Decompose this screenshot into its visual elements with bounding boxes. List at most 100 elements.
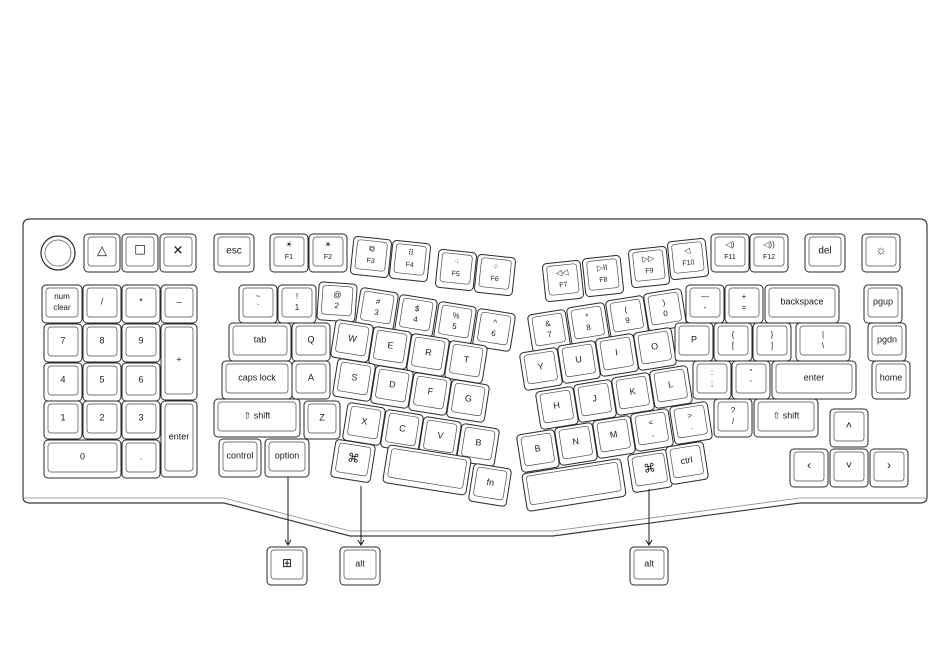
nine-key[interactable]: (9 bbox=[605, 295, 649, 339]
left-command-key[interactable]: ⌘ bbox=[330, 439, 376, 483]
tab-key[interactable]: tab bbox=[228, 322, 292, 362]
slash-key[interactable]: ?/ bbox=[713, 398, 753, 438]
right-space-key[interactable] bbox=[521, 458, 627, 512]
callout-alt-right-key[interactable]: alt bbox=[629, 546, 669, 586]
p-key[interactable]: P bbox=[674, 322, 714, 362]
esc-key[interactable]: esc bbox=[213, 233, 255, 273]
one-key[interactable]: !1 bbox=[277, 284, 317, 324]
three-key[interactable]: #3 bbox=[355, 287, 399, 331]
light-key[interactable]: ☼ bbox=[861, 233, 901, 273]
rbracket-key[interactable]: }] bbox=[752, 322, 792, 362]
b-key[interactable]: B bbox=[456, 423, 500, 467]
i-key[interactable]: I bbox=[595, 333, 639, 377]
two-key[interactable]: @2 bbox=[316, 281, 358, 323]
minus-key[interactable]: —- bbox=[685, 284, 725, 324]
numpad-1-key[interactable]: 1 bbox=[43, 400, 83, 440]
numpad-dot-key[interactable]: . bbox=[121, 439, 161, 479]
arrow-up-key[interactable]: ˄ bbox=[829, 408, 869, 448]
u-key[interactable]: U bbox=[557, 340, 601, 384]
triangle-key[interactable]: △ bbox=[83, 233, 121, 273]
f12-key[interactable]: ◁))F12 bbox=[749, 233, 789, 273]
backspace-key[interactable]: backspace bbox=[764, 284, 840, 324]
numpad-8-key[interactable]: 8 bbox=[82, 323, 122, 363]
x-key[interactable]: X bbox=[342, 402, 386, 446]
m-key[interactable]: M bbox=[592, 415, 636, 459]
numpad-plus-key[interactable]: + bbox=[160, 323, 198, 401]
control-key[interactable]: control bbox=[218, 438, 262, 478]
lbracket-key[interactable]: {[ bbox=[713, 322, 753, 362]
semicolon-key[interactable]: :; bbox=[692, 360, 732, 400]
numpad-6-key[interactable]: 6 bbox=[121, 362, 161, 402]
callout-alt-left-key[interactable]: alt bbox=[339, 546, 381, 586]
n-key[interactable]: N bbox=[554, 422, 598, 466]
numpad-2-key[interactable]: 2 bbox=[82, 400, 122, 440]
cross-key[interactable]: ✕ bbox=[159, 233, 197, 273]
v-key[interactable]: V bbox=[418, 416, 462, 460]
quote-key[interactable]: "' bbox=[731, 360, 771, 400]
zero-key[interactable]: )0 bbox=[643, 288, 687, 332]
arrow-left-key[interactable]: ‹ bbox=[789, 448, 829, 488]
numpad-7-key[interactable]: 7 bbox=[43, 323, 83, 363]
numpad-star-key[interactable]: * bbox=[121, 284, 161, 324]
arrow-right-key[interactable]: › bbox=[869, 448, 909, 488]
f5-key[interactable]: ⁖F5 bbox=[435, 249, 477, 291]
f6-key[interactable]: ⁘F6 bbox=[474, 254, 516, 296]
rotary-knob[interactable] bbox=[40, 235, 76, 271]
caps-lock-key[interactable]: caps lock bbox=[221, 360, 293, 400]
l-key[interactable]: L bbox=[649, 365, 693, 409]
w-key[interactable]: W bbox=[330, 319, 374, 363]
fn-key[interactable]: fn bbox=[468, 463, 512, 507]
five-key[interactable]: %5 bbox=[433, 301, 477, 345]
numpad-0-key[interactable]: 0 bbox=[43, 439, 122, 479]
s-key[interactable]: S bbox=[332, 358, 376, 402]
h-key[interactable]: H bbox=[535, 386, 579, 430]
comma-key[interactable]: <, bbox=[630, 408, 674, 452]
six-key[interactable]: ^6 bbox=[472, 308, 516, 352]
e-key[interactable]: E bbox=[368, 326, 412, 370]
left-shift-key[interactable]: ⇧ shift bbox=[213, 398, 301, 438]
z-key[interactable]: Z bbox=[303, 400, 341, 440]
tilde-key[interactable]: ~` bbox=[238, 284, 278, 324]
f9-key[interactable]: ▷▷F9 bbox=[628, 246, 670, 288]
pgup-key[interactable]: pgup bbox=[863, 284, 903, 324]
eight-key[interactable]: *8 bbox=[566, 302, 610, 346]
numpad-slash-key[interactable]: / bbox=[82, 284, 122, 324]
g-key[interactable]: G bbox=[446, 379, 490, 423]
backslash-key[interactable]: |\ bbox=[795, 322, 851, 362]
numpad-9-key[interactable]: 9 bbox=[121, 323, 161, 363]
f4-key[interactable]: ⠿F4 bbox=[389, 240, 431, 282]
right-enter-key[interactable]: enter bbox=[771, 360, 857, 400]
f2-key[interactable]: ☀F2 bbox=[308, 233, 348, 273]
c-key[interactable]: C bbox=[380, 409, 424, 453]
right-b-key[interactable]: B bbox=[516, 429, 560, 473]
four-key[interactable]: $4 bbox=[394, 294, 438, 338]
right-command-key[interactable]: ⌘ bbox=[627, 449, 673, 493]
ctrl-key[interactable]: ctrl bbox=[665, 441, 709, 485]
f1-key[interactable]: ☀F1 bbox=[269, 233, 309, 273]
j-key[interactable]: J bbox=[573, 379, 617, 423]
option-key[interactable]: option bbox=[264, 438, 310, 478]
f11-key[interactable]: ◁)F11 bbox=[710, 233, 750, 273]
f10-key[interactable]: ◁F10 bbox=[667, 238, 709, 280]
square-key[interactable]: ☐ bbox=[121, 233, 159, 273]
f-key[interactable]: F bbox=[408, 372, 452, 416]
pgdn-key[interactable]: pgdn bbox=[867, 322, 907, 362]
seven-key[interactable]: &7 bbox=[527, 309, 571, 353]
k-key[interactable]: K bbox=[611, 372, 655, 416]
q-key[interactable]: Q bbox=[291, 322, 331, 362]
arrow-down-key[interactable]: ˅ bbox=[829, 448, 869, 488]
numpad-5-key[interactable]: 5 bbox=[82, 362, 122, 402]
right-shift-key[interactable]: ⇧ shift bbox=[753, 398, 819, 438]
t-key[interactable]: T bbox=[444, 340, 488, 384]
left-space-key[interactable] bbox=[382, 444, 472, 496]
callout-windows-key[interactable]: ⊞ bbox=[266, 546, 308, 586]
o-key[interactable]: O bbox=[633, 327, 677, 371]
f3-key[interactable]: ⧉F3 bbox=[350, 236, 392, 278]
equal-key[interactable]: += bbox=[724, 284, 764, 324]
del-key[interactable]: del bbox=[804, 233, 846, 273]
numpad-minus-key[interactable]: – bbox=[160, 284, 198, 324]
r-key[interactable]: R bbox=[406, 333, 450, 377]
f7-key[interactable]: ◁◁F7 bbox=[542, 260, 584, 302]
